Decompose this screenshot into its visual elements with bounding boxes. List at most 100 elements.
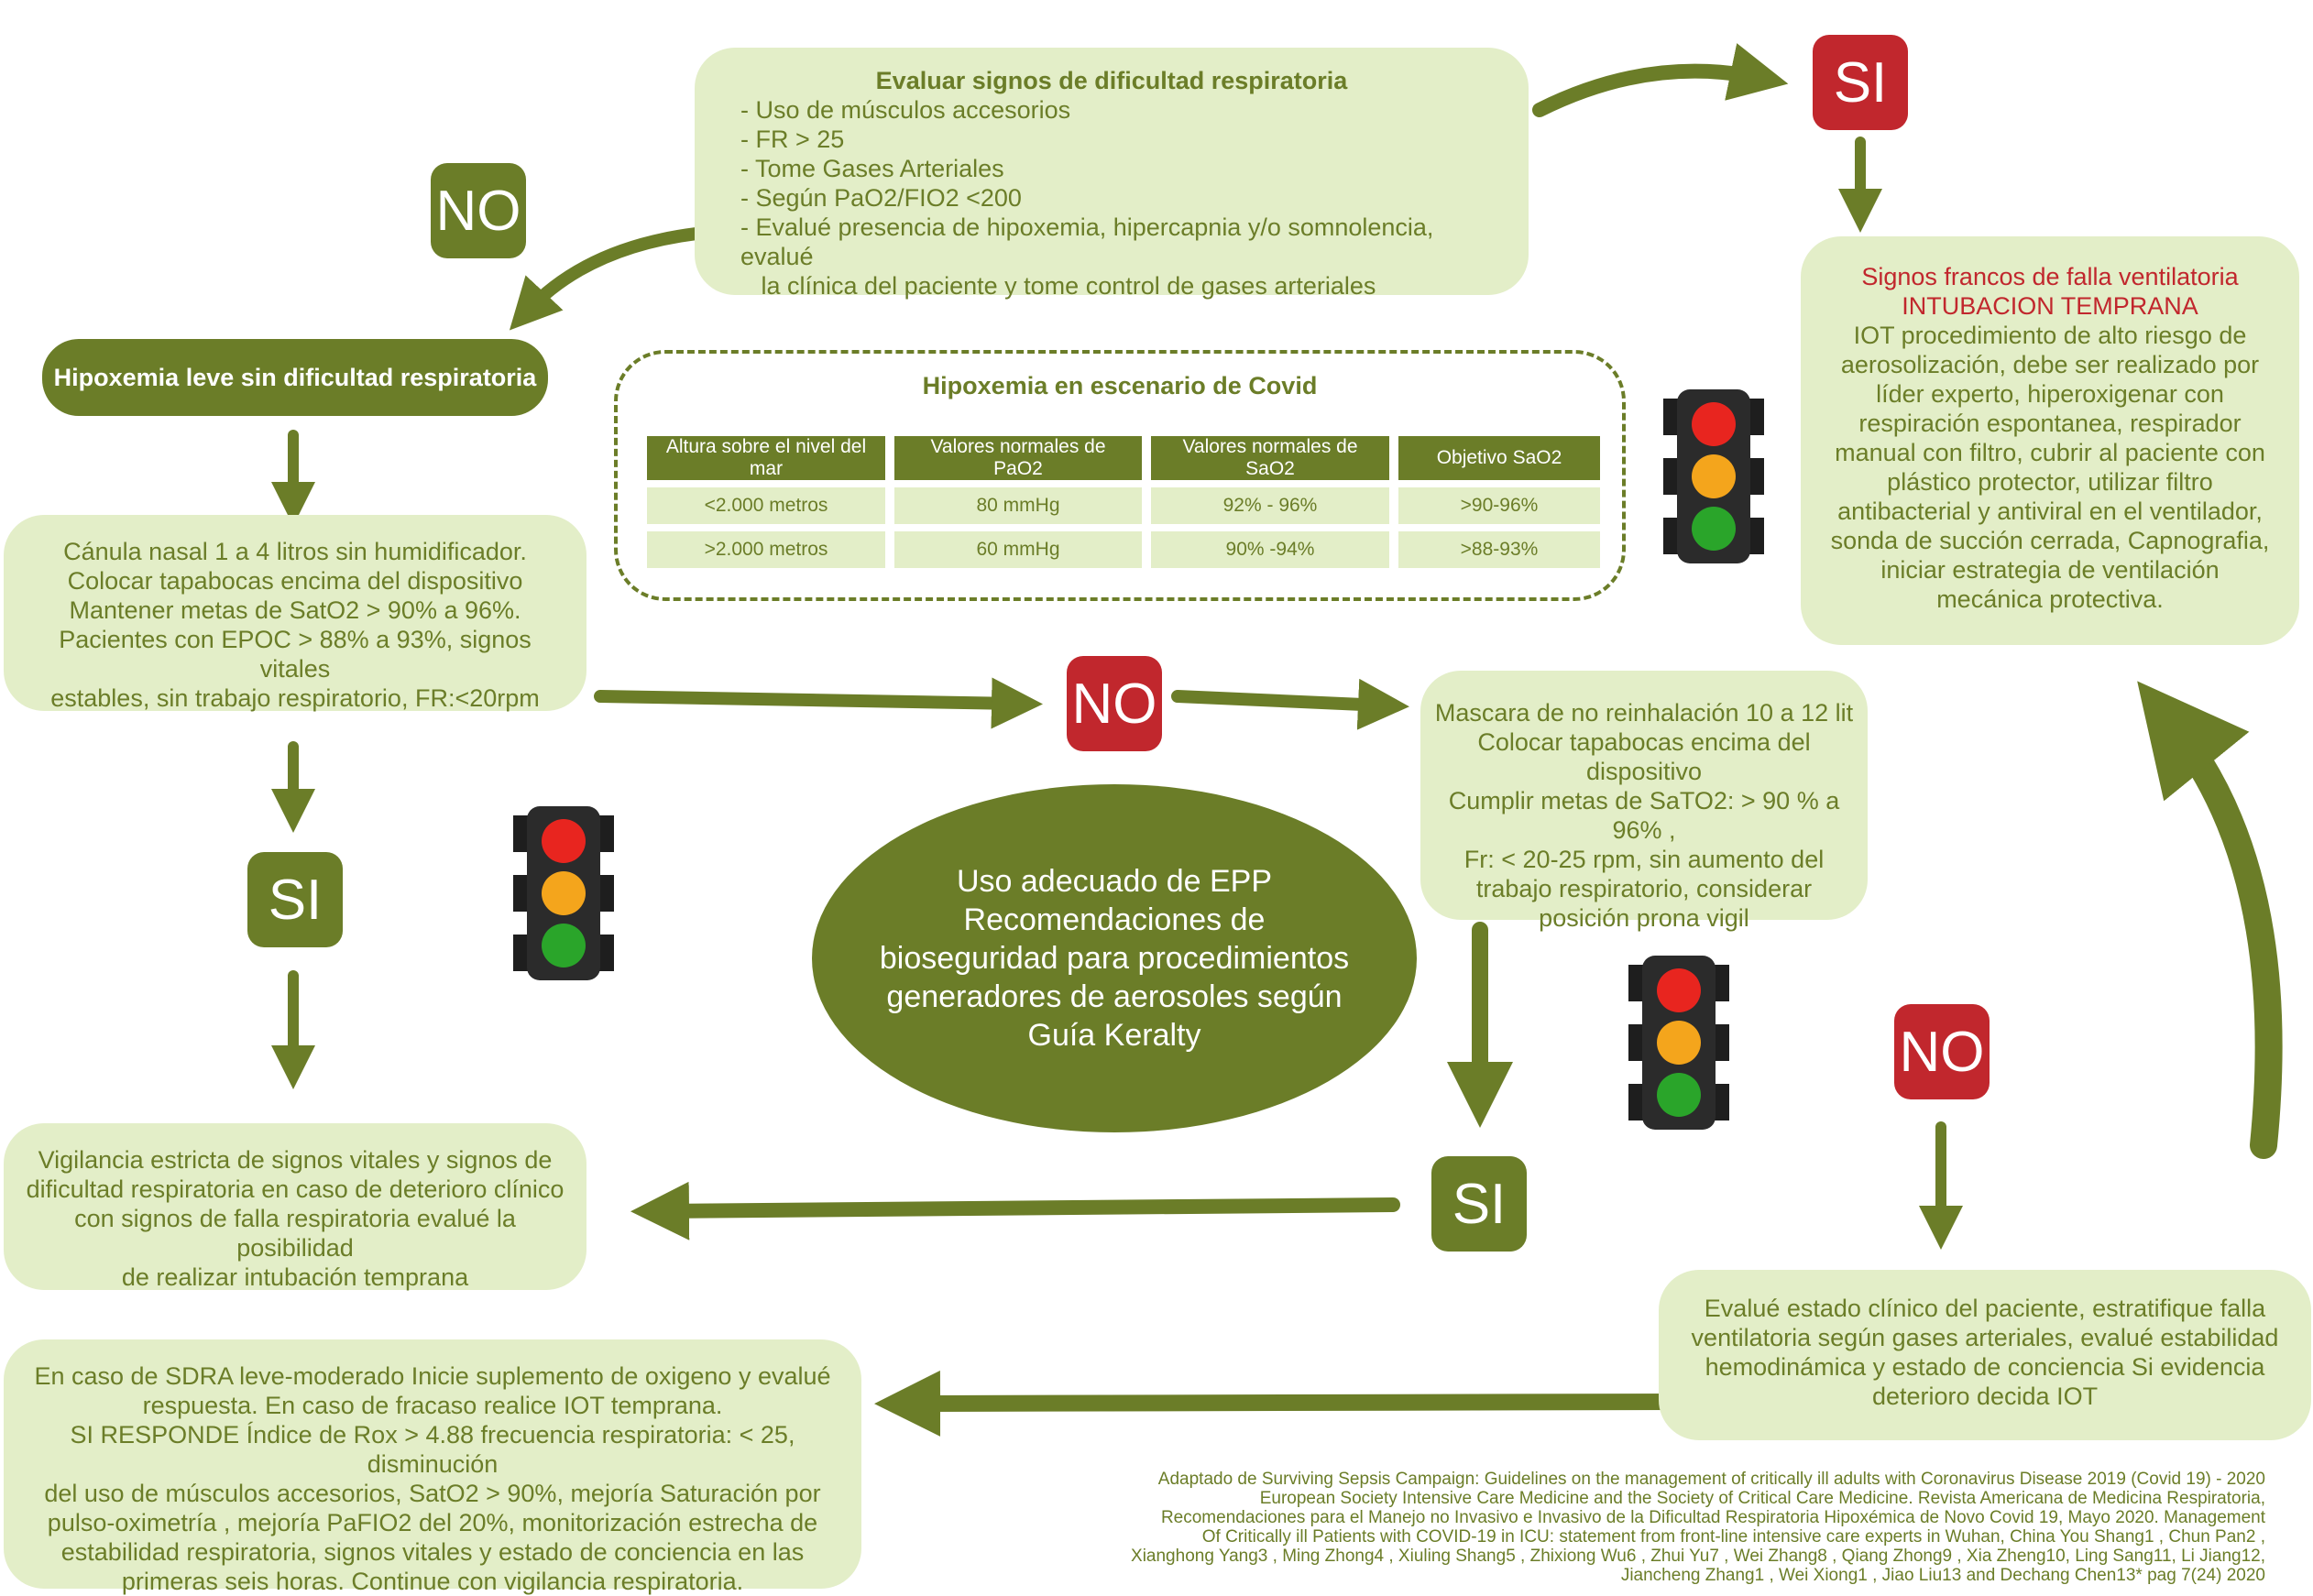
mask-line: dispositivo <box>1585 758 1703 785</box>
nasal-cannula-line: Cánula nasal 1 a 4 litros sin humidifica… <box>63 538 527 565</box>
intubation-signs-line: antibacterial y antiviral en el ventilad… <box>1837 497 2263 525</box>
table-cell: >2.000 metros <box>647 531 885 568</box>
evaluate-signs-item: - FR > 25 <box>740 126 845 153</box>
sdra-line: SI RESPONDE Índice de Rox > 4.88 frecuen… <box>70 1421 795 1478</box>
reference-line: Xianghong Yang3 , Ming Zhong4 , Xiuling … <box>1131 1547 2265 1566</box>
table-cell: <2.000 metros <box>647 487 885 524</box>
evaluate-signs-item: - Tome Gases Arteriales <box>740 155 1004 182</box>
table-row: <2.000 metros 80 mmHg 92% - 96% >90-96% <box>647 487 1600 524</box>
non-rebreather-mask-box: Mascara de no reinhalación 10 a 12 lit C… <box>1420 671 1868 932</box>
table-cell: 90% -94% <box>1151 531 1389 568</box>
covid-hypoxemia-title: Hipoxemia en escenario de Covid <box>922 372 1318 399</box>
evaluate-signs-item: la clínica del paciente y tome control d… <box>740 272 1376 300</box>
badge-no-middle: NO <box>1067 656 1162 751</box>
mask-line: Mascara de no reinhalación 10 a 12 lit <box>1434 699 1854 727</box>
nasal-cannula-line: Colocar tapabocas encima del dispositivo <box>67 567 523 595</box>
reference-line: Jiancheng Zhang1 , Wei Xiong1 , Jiao Liu… <box>1620 1566 2265 1585</box>
nasal-cannula-line: Pacientes con EPOC > 88% a 93%, signos v… <box>59 626 532 683</box>
arrow-si-to-vigilance-left <box>630 1181 1400 1241</box>
reference-text: Adaptado de Surviving Sepsis Campaign: G… <box>1008 1470 2265 1585</box>
vigilance-line: dificultad respiratoria en caso de deter… <box>26 1175 565 1203</box>
arrow-to-mild <box>509 227 703 331</box>
mask-line: trabajo respiratorio, considerar <box>1475 875 1813 902</box>
mask-line: Cumplir metas de SaTO2: > 90 % a 96% , <box>1448 787 1840 844</box>
table-cell: 92% - 96% <box>1151 487 1389 524</box>
nasal-cannula-line: estables, sin trabajo respiratorio, FR:<… <box>50 684 540 712</box>
table-cell: 80 mmHg <box>894 487 1142 524</box>
sdra-line: pulso-oximetría , mejoría PaFIO2 del 20%… <box>47 1509 818 1536</box>
sdra-line: En caso de SDRA leve-moderado Inicie sup… <box>34 1362 831 1390</box>
arrow-cannula-to-no <box>594 677 1043 729</box>
intubation-signs-box: Signos francos de falla ventilatoria INT… <box>1801 236 2299 645</box>
vigilance-line: con signos de falla respiratoria evalué … <box>74 1205 516 1262</box>
intubation-signs-line: líder experto, hiperoxigenar con <box>1876 380 2224 408</box>
epp-line: Guía Keralty <box>1027 1018 1201 1053</box>
arrow-up-to-signs <box>2137 681 2283 1159</box>
evaluate-clinical-line: deterioro decida IOT <box>1871 1383 2099 1410</box>
evaluate-signs-box: Evaluar signos de dificultad respiratori… <box>695 48 1529 300</box>
traffic-light-icon <box>1628 956 1729 1130</box>
covid-hypoxemia-panel <box>614 350 1626 601</box>
vigilance-line: Vigilancia estricta de signos vitales y … <box>38 1146 553 1174</box>
reference-line: Of Critically ill Patients with COVID-19… <box>1201 1527 2265 1547</box>
intubation-signs-line: manual con filtro, cubrir al paciente co… <box>1835 439 2265 466</box>
sdra-line: del uso de músculos accesorios, SatO2 > … <box>44 1480 821 1507</box>
reference-line: European Society Intensive Care Medicine… <box>1259 1489 2265 1508</box>
table-header: Valores normales de PaO2 <box>894 436 1142 480</box>
arrow-evaluate-to-sdra <box>874 1370 1685 1437</box>
arrow-to-si-top <box>1532 43 1789 117</box>
vigilance-box: Vigilancia estricta de signos vitales y … <box>4 1123 586 1291</box>
intubation-signs-line: aerosolización, debe ser realizado por <box>1840 351 2260 378</box>
sdra-line: estabilidad respiratoria, signos vitales… <box>60 1538 805 1566</box>
epp-line: Uso adecuado de EPP <box>956 864 1273 899</box>
evaluate-clinical-line: hemodinámica y estado de conciencia Si e… <box>1705 1353 2265 1381</box>
table-cell: >88-93% <box>1398 531 1600 568</box>
sdra-box: En caso de SDRA leve-moderado Inicie sup… <box>4 1339 861 1595</box>
badge-si-right: SI <box>1431 1156 1527 1252</box>
intubation-signs-line: mecánica protectiva. <box>1936 585 2164 613</box>
sdra-line: respuesta. En caso de fracaso realice IO… <box>142 1392 723 1419</box>
evaluate-clinical-box: Evalué estado clínico del paciente, estr… <box>1659 1270 2311 1440</box>
mask-line: Fr: < 20-25 rpm, sin aumento del <box>1463 846 1825 873</box>
table-header: Valores normales de SaO2 <box>1151 436 1389 480</box>
mask-line: posición prona vigil <box>1539 904 1749 932</box>
intubation-signs-line: IOT procedimiento de alto riesgo de <box>1853 322 2247 349</box>
table-cell: 60 mmHg <box>894 531 1142 568</box>
intubation-signs-line: iniciar estrategia de ventilación <box>1880 556 2220 584</box>
intubation-signs-title: INTUBACION TEMPRANA <box>1902 292 2198 320</box>
table-cell: >90-96% <box>1398 487 1600 524</box>
table-header: Altura sobre el nivel del mar <box>647 436 885 480</box>
epp-ellipse: Uso adecuado de EPP Recomendaciones de b… <box>812 784 1417 1132</box>
reference-line: Recomendaciones para el Manejo no Invasi… <box>1160 1508 2265 1527</box>
intubation-signs-line: plástico protector, utilizar filtro <box>1887 468 2213 496</box>
evaluate-signs-item: - Uso de músculos accesorios <box>740 96 1071 124</box>
sdra-line: primeras seis horas. Continue con vigila… <box>121 1568 744 1595</box>
badge-no-right: NO <box>1894 1004 1990 1099</box>
nasal-cannula-box: Cánula nasal 1 a 4 litros sin humidifica… <box>4 515 586 712</box>
intubation-signs-line: respiración espontanea, respirador <box>1858 410 2242 437</box>
nasal-cannula-line: Mantener metas de SatO2 > 90% a 96%. <box>69 596 521 624</box>
mask-line: Colocar tapabocas encima del <box>1477 728 1811 756</box>
traffic-light-icon <box>513 806 614 980</box>
badge-si-left: SI <box>247 852 343 947</box>
traffic-light-icon <box>1663 389 1764 563</box>
table-header: Objetivo SaO2 <box>1398 436 1600 480</box>
badge-si-top: SI <box>1813 35 1908 130</box>
arrow-no-to-mask <box>1171 678 1409 730</box>
evaluate-signs-title: Evaluar signos de dificultad respiratori… <box>875 67 1348 94</box>
badge-no-top: NO <box>431 163 526 258</box>
evaluate-clinical-line: ventilatoria según gases arteriales, eva… <box>1691 1324 2279 1351</box>
epp-line: Recomendaciones de <box>963 902 1266 937</box>
evaluate-signs-item: - Según PaO2/FIO2 <200 <box>740 184 1022 212</box>
reference-line: Adaptado de Surviving Sepsis Campaign: G… <box>1157 1470 2265 1489</box>
mild-hypoxemia-pill: Hipoxemia leve sin dificultad respirator… <box>42 339 548 416</box>
epp-line: generadores de aerosoles según <box>886 979 1343 1014</box>
intubation-signs-title: Signos francos de falla ventilatoria <box>1861 263 2239 290</box>
vigilance-line: de realizar intubación temprana <box>121 1263 469 1291</box>
covid-hypoxemia-table: Altura sobre el nivel del mar Valores no… <box>638 429 1609 575</box>
evaluate-signs-item: - Evalué presencia de hipoxemia, hiperca… <box>740 213 1434 270</box>
epp-line: bioseguridad para procedimientos <box>879 941 1350 976</box>
intubation-signs-line: sonda de succión cerrada, Capnografia, <box>1830 527 2270 554</box>
table-row: >2.000 metros 60 mmHg 90% -94% >88-93% <box>647 531 1600 568</box>
